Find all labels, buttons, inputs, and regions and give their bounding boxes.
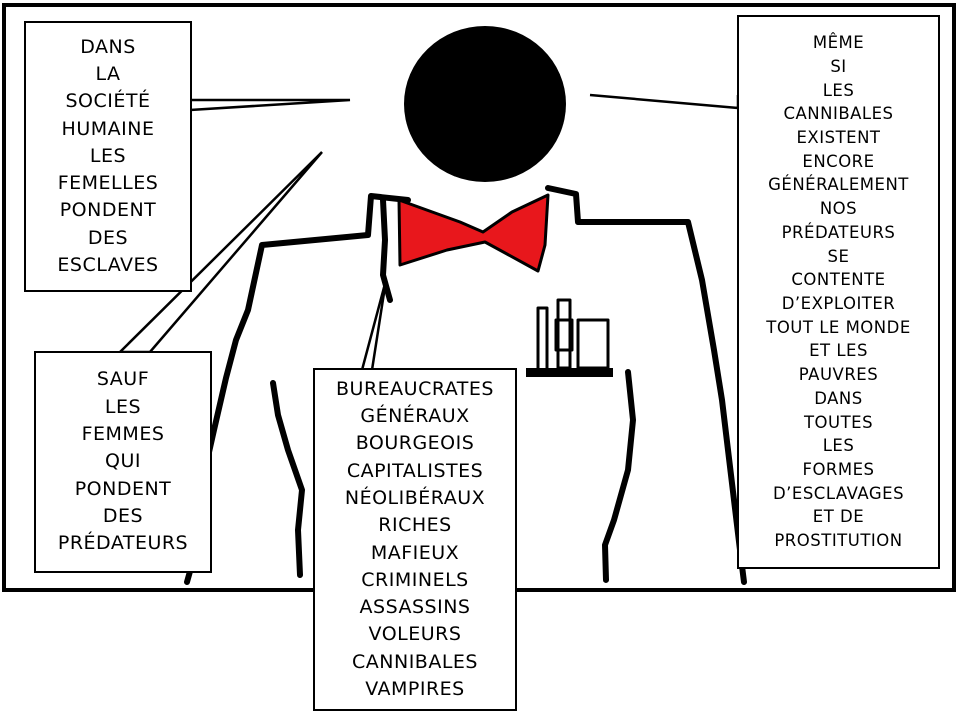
list-item: ASSASSINS	[359, 596, 471, 619]
speech-line: D’ESCLAVAGES	[772, 483, 905, 503]
speech-line: ET LES	[809, 341, 868, 361]
speech-line: CANNIBALES	[783, 104, 894, 124]
speech-line: EXISTENT	[796, 128, 881, 148]
list-item: CANNIBALES	[352, 650, 478, 673]
speech-line: PRÉDATEURS	[57, 532, 189, 555]
speech-line: MÊME	[812, 33, 865, 53]
speech-line: DANS	[80, 35, 136, 58]
speech-line: DES	[87, 226, 129, 249]
speech-line: QUI	[105, 450, 141, 473]
speech-box-right: MÊME SI LES CANNIBALES EXISTENT ENCORE G…	[737, 15, 940, 569]
speech-line: TOUTES	[803, 412, 874, 432]
speech-line: SAUF	[96, 368, 150, 391]
speech-line: FEMMES	[81, 423, 165, 446]
speech-line: DANS	[814, 388, 863, 408]
speech-line: ESCLAVES	[57, 254, 159, 277]
speech-box-middle-left: SAUF LES FEMMES QUI PONDENT DES PRÉDATEU…	[34, 351, 212, 573]
speech-line: FORMES	[802, 459, 875, 479]
speech-line: PRÉDATEURS	[781, 222, 896, 242]
speech-line: TOUT LE MONDE	[766, 317, 911, 337]
list-item: VAMPIRES	[365, 677, 465, 700]
speech-line: HUMAINE	[61, 117, 155, 140]
speech-line: DES	[102, 504, 144, 527]
speech-line: ET DE	[812, 507, 865, 527]
speech-line: LES	[822, 436, 855, 456]
speech-line: PONDENT	[74, 477, 172, 500]
speech-line: ENCORE	[802, 151, 875, 171]
list-item: NÉOLIBÉRAUX	[344, 486, 486, 509]
speech-line: SE	[827, 246, 850, 266]
speech-line: CONTENTE	[791, 270, 886, 290]
bow-tie	[397, 193, 550, 273]
list-item: VOLEURS	[368, 623, 462, 646]
head-circle	[404, 26, 566, 182]
speech-line: D’EXPLOITER	[781, 294, 896, 313]
pocket-pens	[526, 298, 613, 377]
speech-box-top-left: DANS LA SOCIÉTÉ HUMAINE LES FEMELLES PON…	[24, 21, 192, 292]
speech-line: PAUVRES	[798, 365, 879, 385]
speech-line: LES	[89, 144, 127, 167]
speech-line: SOCIÉTÉ	[65, 90, 151, 113]
list-item: MAFIEUX	[370, 541, 460, 564]
speech-line: PROSTITUTION	[774, 531, 903, 551]
speech-box-center-list: BUREAUCRATES GÉNÉRAUX BOURGEOIS CAPITALI…	[313, 368, 517, 711]
list-item: BUREAUCRATES	[336, 377, 494, 400]
speech-line: SI	[830, 56, 847, 76]
speech-line: GÉNÉRALEMENT	[768, 175, 909, 195]
comic-frame	[2, 3, 956, 592]
list-item: CRIMINELS	[361, 568, 469, 591]
speech-line: NOS	[819, 199, 858, 219]
speech-line: PONDENT	[59, 199, 157, 222]
speech-line: LA	[95, 62, 121, 85]
list-item: CAPITALISTES	[346, 459, 484, 482]
speech-line: LES	[104, 395, 142, 418]
speech-line: FEMELLES	[57, 172, 159, 195]
speech-line: LES	[822, 80, 855, 100]
list-item: BOURGEOIS	[355, 432, 475, 455]
list-item: RICHES	[378, 514, 452, 537]
list-item: GÉNÉRAUX	[360, 405, 470, 428]
